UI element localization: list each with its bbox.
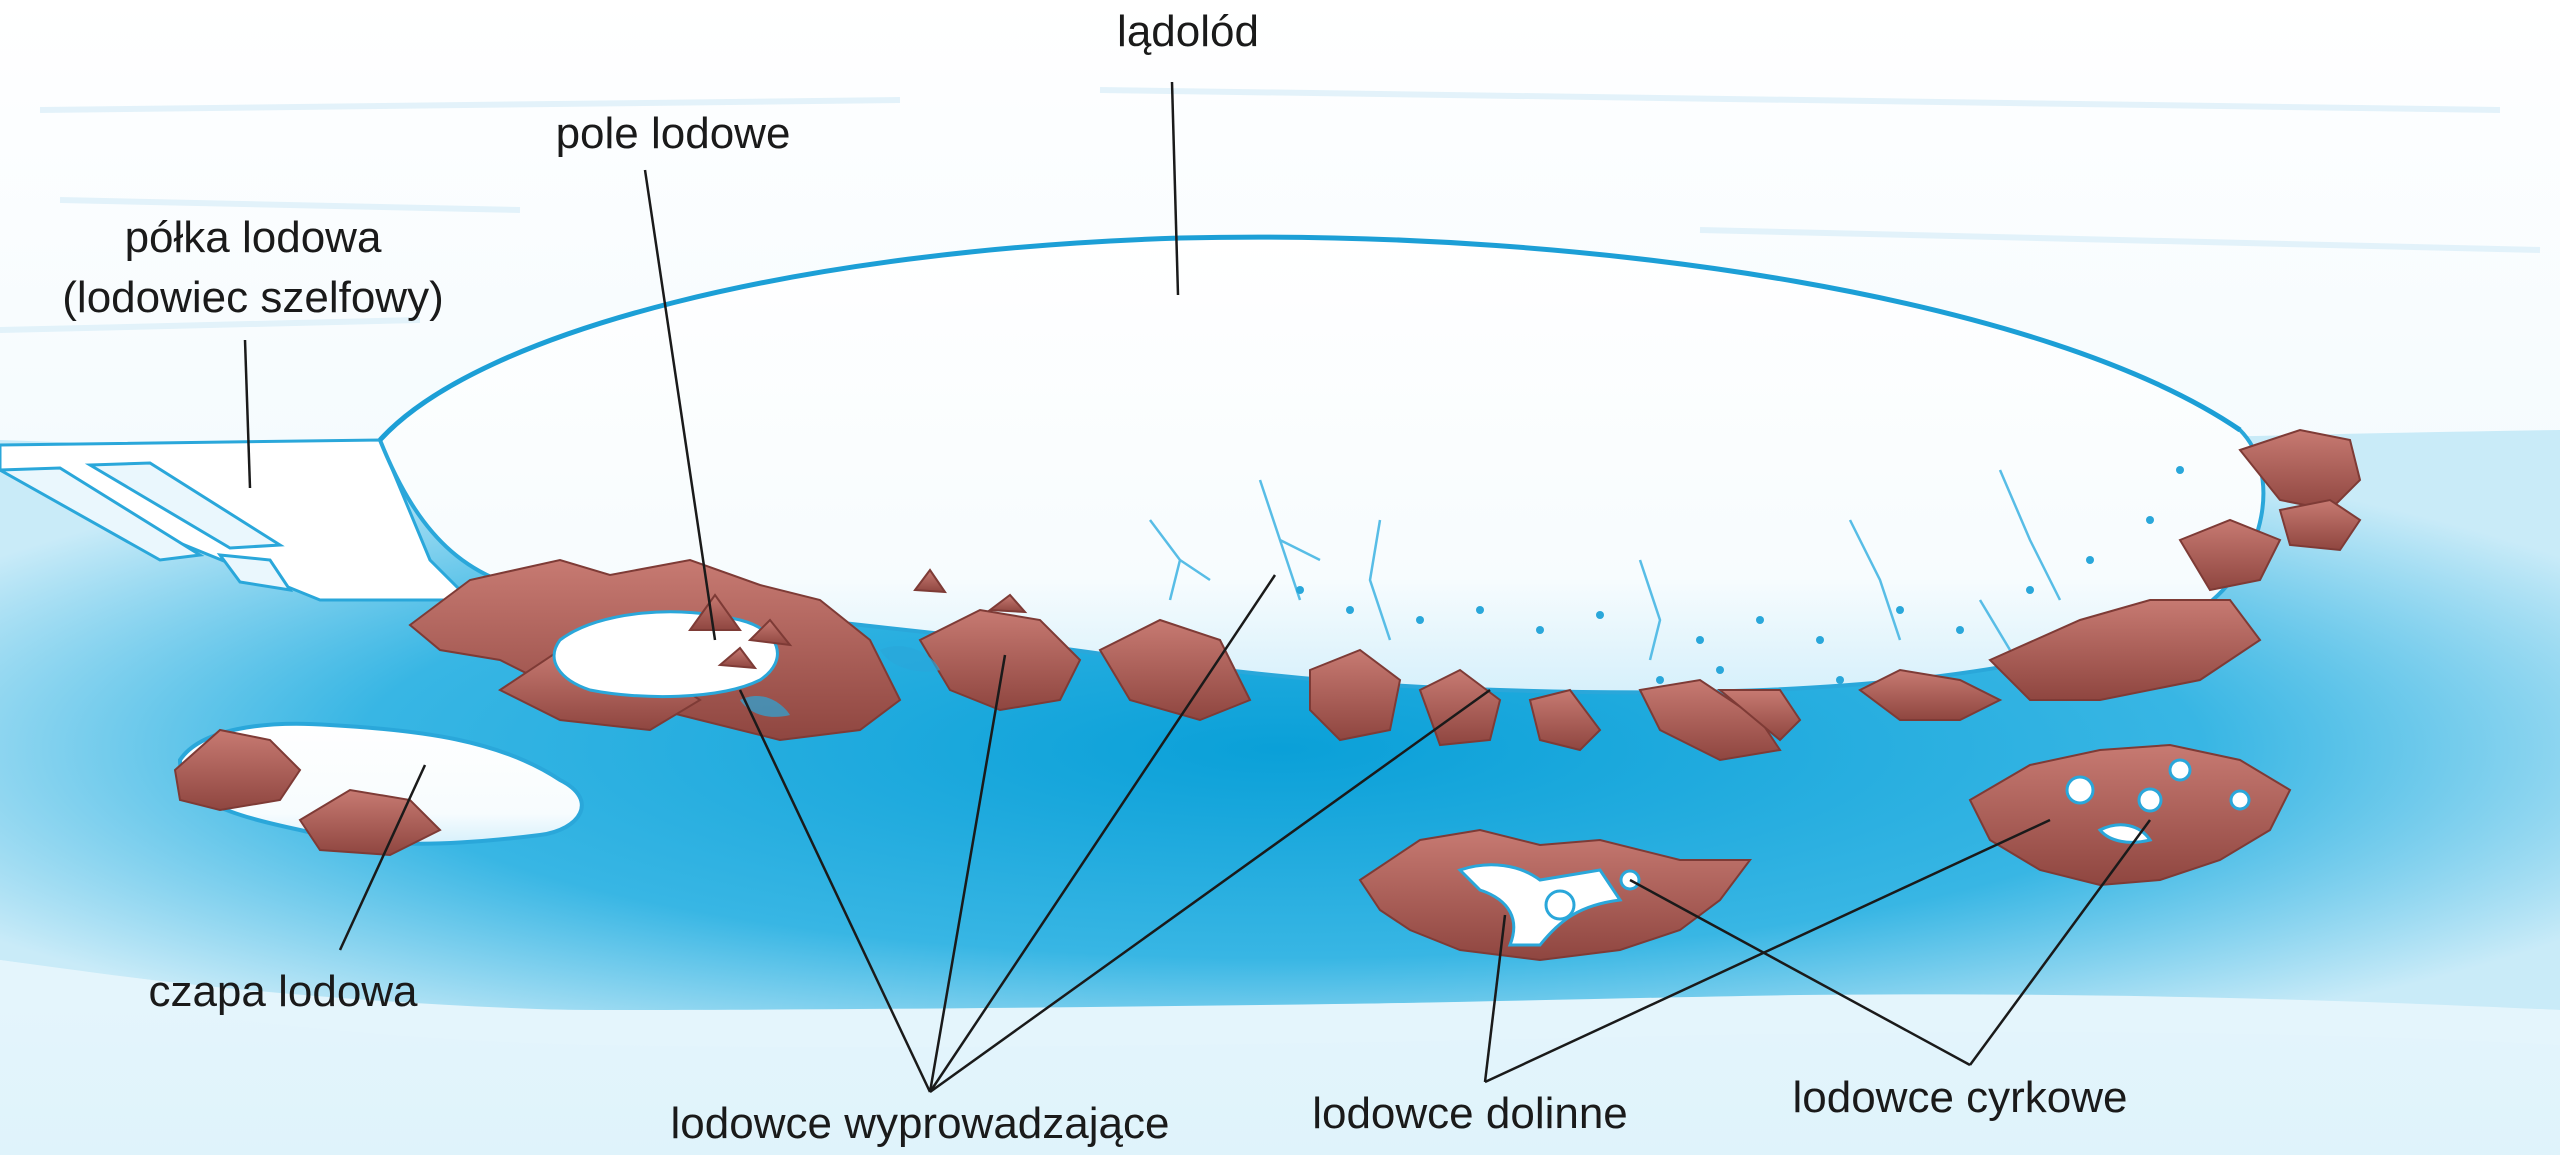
label-valley-glaciers: lodowce dolinne [1312,1088,1628,1140]
label-cirque-glaciers: lodowce cyrkowe [1792,1072,2127,1124]
label-ice-sheet: lądolód [1117,6,1259,58]
label-ice-shelf-line2: (lodowiec szelfowy) [62,272,443,324]
label-ice-field: pole lodowe [556,108,791,160]
label-ice-shelf-line1: półka lodowa [125,212,382,264]
label-ice-cap: czapa lodowa [148,966,417,1018]
label-outlet-glaciers: lodowce wyprowadzające [671,1098,1170,1150]
